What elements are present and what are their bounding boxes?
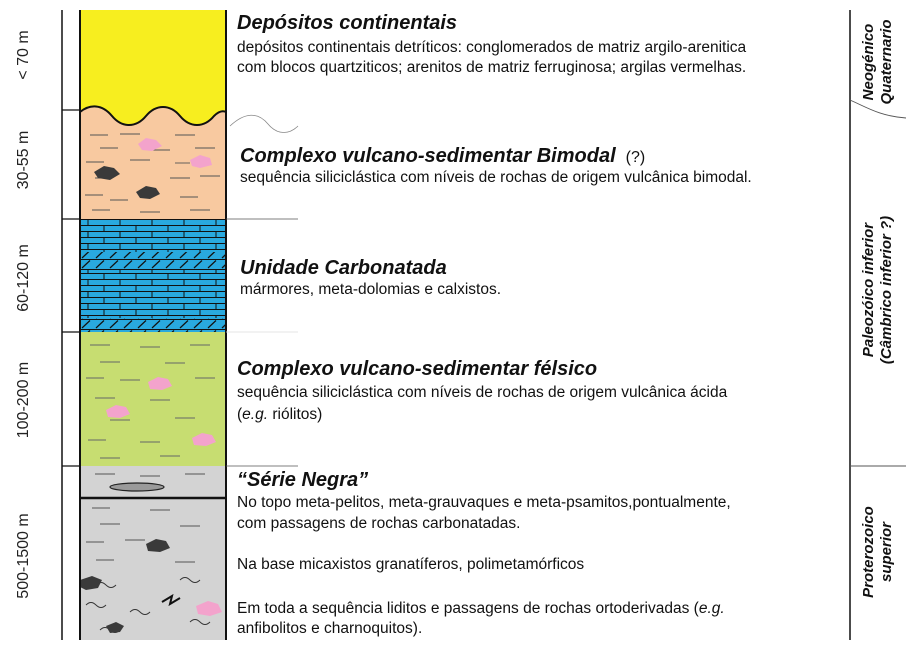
unit-desc-line: No topo meta-pelitos, meta-grauvaques e …	[237, 494, 731, 511]
age-quaternario: Quaternario	[878, 19, 895, 104]
unit-desc-line: anfibolitos e charnoquitos).	[237, 620, 423, 637]
layer-felsico	[80, 332, 226, 466]
unit-desc-line: mármores, meta-dolomias e calxistos.	[240, 281, 501, 298]
age-cambrico-inferior: (Câmbrico inferior ?)	[878, 216, 895, 364]
age-labels: Neogénico Quaternario Paleozóico inferio…	[860, 19, 895, 597]
age-neogenico: Neogénico	[860, 24, 877, 101]
carbonate-dolomite-band	[80, 318, 226, 332]
layer-carbonatada	[80, 219, 226, 332]
bimodal-clasts	[94, 138, 212, 199]
unconformity-continuation	[229, 114, 299, 133]
unit-desc-line: Na base micaxistos granatíferos, polimet…	[237, 556, 585, 573]
thickness-label: 100-200 m	[15, 362, 32, 439]
thickness-label: < 70 m	[15, 30, 32, 79]
carbonate-dolomite-band	[80, 252, 226, 270]
unit-desc-line: sequência siliciclástica com níveis de r…	[237, 384, 728, 401]
unit-desc-text: Em toda a sequência liditos e passagens …	[237, 600, 699, 617]
lydite-lens	[109, 482, 165, 492]
age-superior: superior	[878, 521, 895, 582]
age-boundary	[849, 99, 907, 119]
unit-title-serie-negra: “Série Negra”	[237, 469, 369, 491]
felsic-dash-texture	[86, 344, 215, 459]
unit-desc-line: depósitos continentais detríticos: congl…	[237, 39, 747, 56]
unit-title-bimodal: Complexo vulcano-sedimentar Bimodal (?)	[240, 145, 645, 169]
felsic-clasts	[106, 377, 216, 446]
thickness-label: 30-55 m	[15, 131, 32, 190]
eg-abbrev: e.g.	[242, 406, 269, 423]
unit-desc-line: com passagens de rochas carbonatadas.	[237, 515, 521, 532]
unit-desc-text: riólitos)	[268, 406, 323, 423]
vein-symbol	[161, 593, 181, 607]
age-proterozoico: Proterozoico	[860, 506, 877, 598]
erosional-unconformity	[79, 105, 227, 126]
serie-negra-dash-texture	[86, 473, 205, 563]
unit-title-text: Complexo vulcano-sedimentar Bimodal	[240, 145, 616, 167]
thickness-label: 60-120 m	[15, 244, 32, 312]
unit-title-felsico: Complexo vulcano-sedimentar félsico	[237, 358, 598, 380]
thickness-labels: < 70 m 30-55 m 60-120 m 100-200 m 500-15…	[15, 30, 32, 598]
unit-title-query: (?)	[625, 149, 646, 166]
serie-negra-clasts	[80, 539, 222, 633]
unit-title-depositos: Depósitos continentais	[237, 12, 458, 34]
age-paleozoico-inferior: Paleozóico inferior	[860, 222, 877, 357]
unit-desc-line: (e.g. riólitos)	[237, 406, 323, 423]
unit-desc-line: Em toda a sequência liditos e passagens …	[237, 599, 725, 619]
unit-title-carbonatada: Unidade Carbonatada	[240, 257, 447, 279]
unit-desc-line: com blocos quartziticos; arenitos de mat…	[237, 59, 747, 76]
unit-desc-line: sequência siliciclástica com níveis de r…	[240, 169, 752, 186]
thickness-ticks	[62, 109, 80, 467]
eg-abbrev: e.g.	[698, 600, 725, 617]
thickness-label: 500-1500 m	[15, 513, 32, 598]
